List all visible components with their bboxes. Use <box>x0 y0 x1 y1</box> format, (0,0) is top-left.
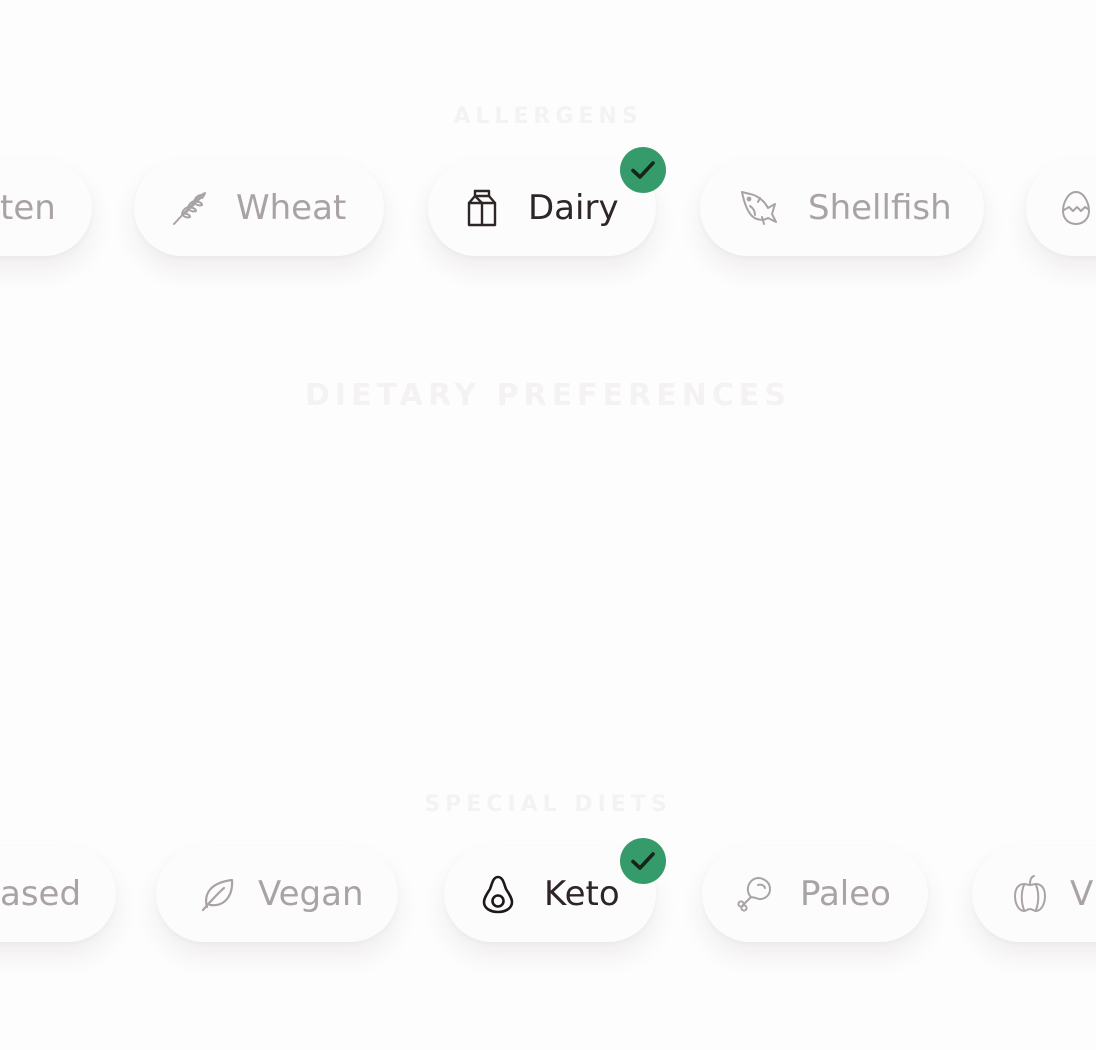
leaf-icon <box>201 878 234 912</box>
wheat-icon <box>173 192 206 225</box>
chip-dairy-label: Dairy <box>528 188 619 228</box>
milk-carton-icon <box>467 189 497 227</box>
chip-plant-based[interactable]: ased <box>0 846 116 942</box>
preferences-heading: DIETARY PREFERENCES <box>305 378 791 413</box>
chip-vegan-label: Vegan <box>258 874 364 914</box>
chip-paleo-label: Paleo <box>800 874 891 914</box>
drumstick-icon <box>737 877 771 912</box>
keto-check-badge <box>620 838 666 884</box>
chip-gluten[interactable]: ten <box>0 160 92 256</box>
chip-vegan[interactable]: Vegan <box>156 846 398 942</box>
chip-shellfish-label: Shellfish <box>808 188 952 228</box>
check-icon <box>631 852 655 870</box>
dairy-check-badge <box>620 147 666 193</box>
chip-vegetarian[interactable]: V <box>972 846 1096 942</box>
bell-pepper-icon <box>1014 875 1046 912</box>
avocado-icon <box>482 875 514 914</box>
check-icon <box>631 161 655 179</box>
chip-paleo[interactable]: Paleo <box>702 846 928 942</box>
chip-shellfish[interactable]: Shellfish <box>700 160 984 256</box>
fish-icon <box>741 191 777 225</box>
allergens-heading: ALLERGENS <box>453 104 643 129</box>
chip-gluten-label: ten <box>0 188 56 228</box>
diet-chip-row[interactable]: ased Vegan Keto Paleo <box>0 836 1096 956</box>
chip-wheat-label: Wheat <box>236 188 347 228</box>
chip-keto-label: Keto <box>544 874 620 914</box>
chip-dairy[interactable]: Dairy <box>428 160 656 256</box>
special-diets-heading: SPECIAL DIETS <box>424 792 672 817</box>
chip-plant-based-label: ased <box>0 874 82 914</box>
chip-egg[interactable] <box>1026 160 1096 256</box>
chip-keto[interactable]: Keto <box>444 846 656 942</box>
chip-wheat[interactable]: Wheat <box>134 160 384 256</box>
chip-vegetarian-label: V <box>1070 874 1094 914</box>
allergen-chip-row[interactable]: ten Wheat Da <box>0 147 1096 270</box>
egg-icon <box>1062 191 1090 225</box>
